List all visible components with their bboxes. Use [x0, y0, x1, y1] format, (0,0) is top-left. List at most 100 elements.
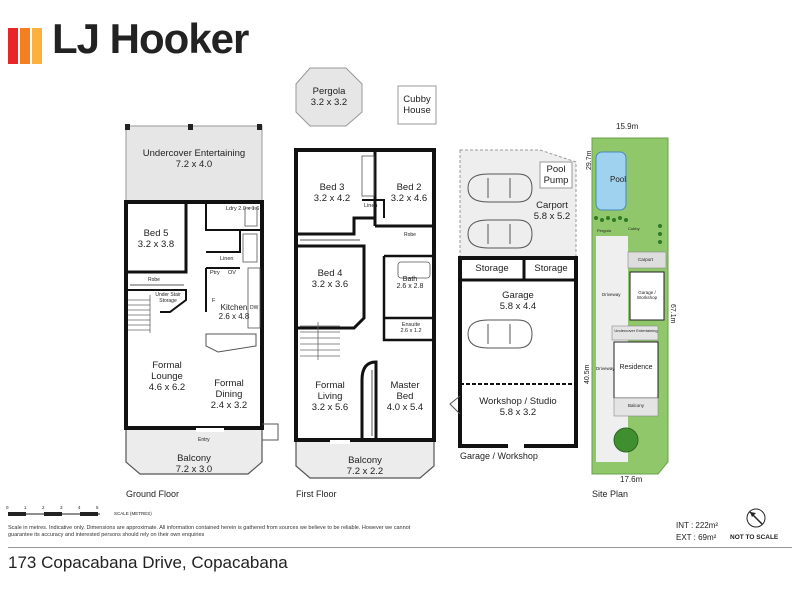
gf-fridge-label: F [212, 298, 216, 304]
gf-balcony-label: Balcony 7.2 x 3.0 [175, 453, 213, 475]
ff-linen-wall [362, 199, 385, 218]
ff-master-wall [360, 360, 378, 440]
car-icon [467, 319, 533, 349]
site-plan-drawing [591, 137, 669, 475]
footer-divider [8, 547, 792, 548]
garage-side-door [449, 395, 461, 415]
gf-post [125, 124, 130, 130]
gf-linen-label: Linen [220, 256, 234, 262]
ff-bed4-wall [296, 244, 366, 330]
ff-bath-label: Bath 2.6 x 2.8 [396, 276, 424, 290]
ff-ensuite-label: Ensuite 2.6 x 1.2 [400, 322, 422, 334]
gf-bed5-wall [126, 202, 188, 274]
scale-tick-4: 4 [78, 505, 81, 510]
ff-outer-wall [294, 148, 436, 442]
ff-balcony-outline [295, 442, 435, 479]
site-balcony [613, 397, 659, 417]
gf-outer-wall [124, 200, 264, 430]
scale-tick-1: 1 [24, 505, 27, 510]
site-plan-title: Site Plan [592, 489, 629, 499]
ff-living-label: Formal Living 3.2 x 5.6 [311, 380, 349, 413]
site-left-dim-bottom: 40.5m [584, 364, 591, 384]
gf-understair-label: Under Stair Storage [155, 292, 181, 304]
gf-robe-label: Robe [148, 277, 160, 283]
property-address: 173 Copacabana Drive, Copacabana [8, 553, 288, 572]
ground-floor-plan [124, 124, 279, 475]
gf-stairs [128, 295, 151, 333]
gf-post [188, 124, 193, 130]
site-residence [613, 341, 659, 399]
gf-ov-label: OV [228, 270, 236, 276]
first-floor-plan [294, 148, 436, 479]
gf-ldry-label: Ldry 2.0 x 1.6 [226, 206, 260, 212]
site-pergola-label: Pergola [597, 228, 611, 233]
site-left-dim-top: 29.7m [586, 150, 593, 170]
site-pool-label: Pool [610, 175, 627, 184]
gf-bed5-label: Bed 5 3.2 x 3.8 [137, 228, 175, 250]
car-icon [467, 173, 533, 203]
gf-pantry-wall [205, 267, 240, 312]
carport-label: Carport 5.8 x 5.2 [533, 200, 571, 222]
gf-kitchen-label: Kitchen 2.6 x 4.8 [218, 303, 250, 321]
site-driveway-label-1: Driveway [602, 292, 621, 297]
gf-undercover-label: Undercover Entertaining 7.2 x 4.0 [142, 148, 246, 170]
site-undercover [611, 325, 659, 341]
gf-linen-fixture [242, 233, 258, 263]
ff-robe [361, 155, 375, 197]
site-undercover-label: Undercover Entertaining [614, 328, 658, 333]
site-bottom-dim: 17.6m [620, 475, 643, 484]
pergola-shape [295, 67, 363, 127]
internal-area: INT : 222m² [676, 521, 719, 530]
ff-bed2-label: Bed 2 3.2 x 4.6 [390, 182, 428, 204]
ff-robe-label: Robe [404, 232, 416, 238]
workshop-label: Workshop / Studio 5.8 x 3.2 [479, 396, 557, 418]
site-residence-label: Residence [619, 364, 653, 371]
site-hedge [594, 216, 662, 244]
brand-name: LJ Hooker [52, 15, 249, 62]
gf-post [257, 124, 262, 130]
not-to-scale-label: NOT TO SCALE [730, 534, 779, 541]
car-icon [467, 219, 533, 249]
pool-pump-box [539, 161, 573, 189]
garage-title: Garage / Workshop [460, 451, 538, 461]
gf-undercover-area [125, 125, 263, 203]
gf-dining-label: Formal Dining 2.4 x 3.2 [210, 378, 248, 411]
scale-bar [8, 512, 100, 516]
compass-icon [746, 508, 766, 528]
garage-label: Garage 5.8 x 4.4 [499, 290, 537, 312]
gf-dw-label: DW [250, 305, 259, 311]
site-garage-label: Garage / Workshop [636, 290, 658, 300]
gf-lounge-label: Formal Lounge 4.6 x 6.2 [148, 360, 186, 393]
scale-tick-5: 5 [96, 505, 99, 510]
scale-label: SCALE (METRES) [114, 511, 152, 516]
pool-pump-label: Pool Pump [543, 164, 569, 186]
cubby-label: Cubby House [403, 94, 431, 116]
external-area: EXT : 69m² [676, 533, 717, 542]
site-pool [595, 151, 627, 211]
gf-entry-label: Entry [198, 437, 210, 443]
ff-title: First Floor [296, 489, 337, 499]
site-garage [629, 271, 665, 321]
site-carport [627, 251, 667, 269]
gf-title: Ground Floor [126, 489, 180, 499]
site-top-dim: 15.9m [616, 122, 639, 131]
gf-laundry-wall [205, 202, 262, 231]
logo-bar-red [8, 28, 18, 64]
ff-bath-tub [397, 261, 431, 279]
ff-balcony-label: Balcony 7.2 x 2.2 [346, 455, 384, 477]
tree-icon [613, 427, 639, 453]
gf-understair-wall [126, 289, 187, 313]
scale-tick-2: 2 [42, 505, 45, 510]
pergola-label: Pergola 3.2 x 3.2 [310, 86, 348, 108]
ff-bath-wall [382, 254, 434, 342]
site-driveway-label-2: Driveway [596, 366, 615, 371]
ff-bed4-label: Bed 4 3.2 x 3.6 [311, 268, 349, 290]
scale-tick-0: 0 [6, 505, 9, 510]
gf-laundry-fixture [244, 207, 258, 227]
ff-bed3-label: Bed 3 3.2 x 4.2 [313, 182, 351, 204]
site-right-dim: 67.1m [669, 304, 676, 324]
disclaimer-text: Scale in metres. Indicative only. Dimens… [8, 525, 411, 538]
gf-ptry-label: Ptry [210, 270, 220, 276]
cubby-house-shape [397, 85, 437, 125]
